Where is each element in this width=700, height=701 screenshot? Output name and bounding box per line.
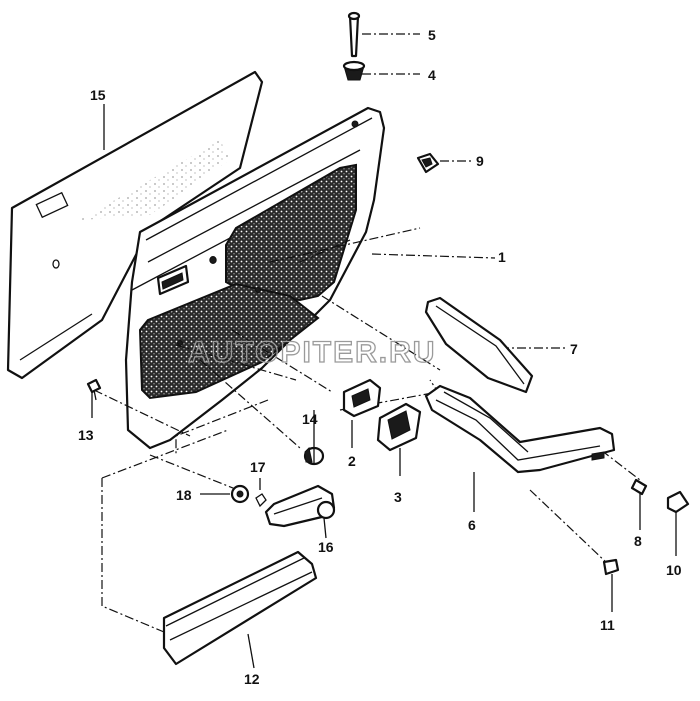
- callout-7: 7: [570, 341, 578, 357]
- part-17-spring-clip: [255, 493, 267, 508]
- part-15-panel-sheet: [6, 70, 264, 380]
- callout-16: 16: [318, 539, 334, 555]
- callout-pointers: [91, 104, 677, 669]
- callout-6: 6: [468, 517, 476, 533]
- part-7-armrest-pad: [424, 296, 534, 394]
- part-8-screw: [630, 478, 648, 496]
- part-10-cap: [666, 490, 690, 514]
- callout-10: 10: [666, 562, 682, 578]
- part-11-screw: [602, 558, 620, 576]
- callout-1: 1: [498, 249, 506, 265]
- callout-5: 5: [428, 27, 436, 43]
- leader-lines: [93, 33, 641, 633]
- callout-3: 3: [394, 489, 402, 505]
- part-16-window-winder-handle: [264, 484, 336, 528]
- callout-9: 9: [476, 153, 484, 169]
- part-5-lock-knob-pin: [347, 11, 361, 58]
- callout-13: 13: [78, 427, 94, 443]
- part-3-escutcheon: [376, 402, 422, 452]
- callout-17: 17: [250, 459, 266, 475]
- callout-18: 18: [176, 487, 192, 503]
- callout-2: 2: [348, 453, 356, 469]
- callout-4: 4: [428, 67, 436, 83]
- part-9-clip: [416, 152, 440, 174]
- part-4-grommet: [342, 60, 366, 81]
- watermark-text: AUTOPITER.RU: [188, 336, 436, 369]
- callout-14: 14: [302, 411, 318, 427]
- part-12-map-pocket: [162, 550, 318, 666]
- part-18-washer: [230, 484, 250, 504]
- part-2-handle-bezel: [342, 378, 382, 418]
- callout-8: 8: [634, 533, 642, 549]
- callout-11: 11: [600, 617, 615, 633]
- part-1-door-trim-panel: [124, 106, 386, 450]
- callout-12: 12: [244, 671, 260, 687]
- callout-15: 15: [90, 87, 106, 103]
- part-6-armrest: [424, 384, 616, 474]
- callout-labels: 5 4 9 1 7 15 13 14 2 3 6 17 18 16 8 10 1…: [78, 27, 682, 687]
- part-13-screw: [86, 378, 102, 401]
